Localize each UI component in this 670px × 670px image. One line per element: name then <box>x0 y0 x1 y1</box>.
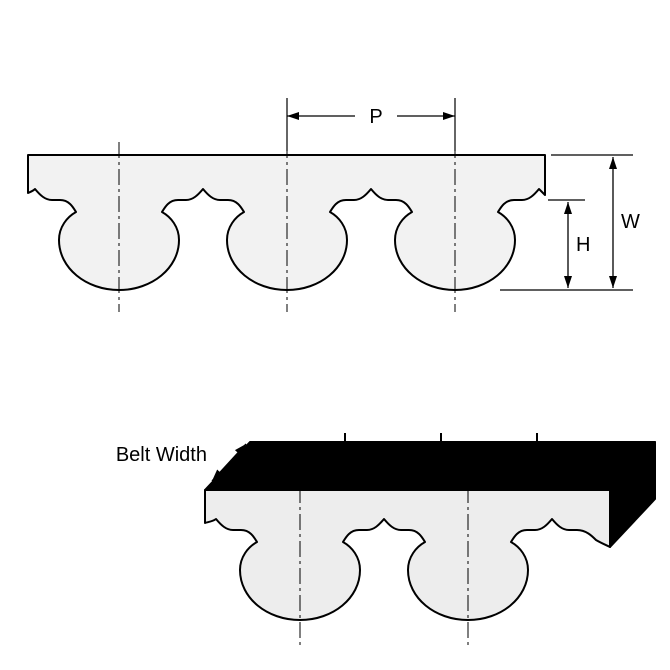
pitch-label: P <box>369 106 382 128</box>
tooth-height-label: H <box>576 234 590 256</box>
dimension-tooth-height: H <box>548 199 590 288</box>
belt-width-callout: Belt Width <box>116 443 247 482</box>
belt-3d-top-face <box>204 441 656 491</box>
belt-width-arrow <box>211 443 247 482</box>
width-label: W <box>621 211 640 233</box>
belt-width-label: Belt Width <box>116 444 207 466</box>
belt-3d-view <box>204 433 656 648</box>
dimension-width: W <box>500 154 640 291</box>
belt-cross-section <box>27 142 546 312</box>
belt-3d-end-face <box>609 441 656 548</box>
belt-3d-front-profile <box>204 489 611 621</box>
dimension-pitch: P <box>286 98 456 151</box>
